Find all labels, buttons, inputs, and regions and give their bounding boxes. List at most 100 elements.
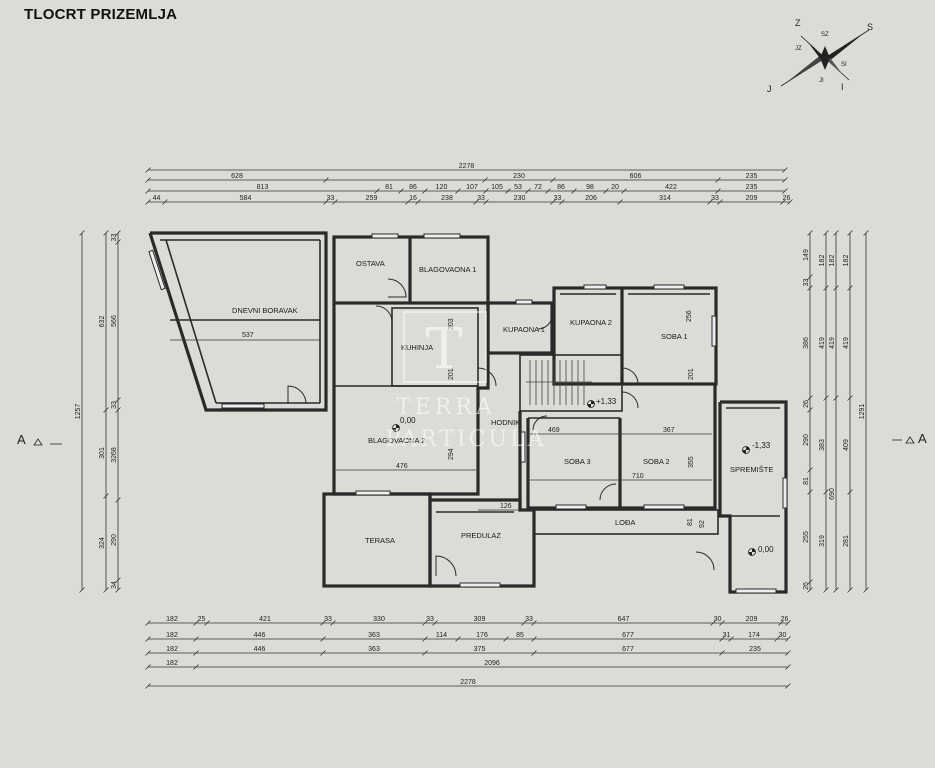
dim-value: 33: [803, 279, 810, 287]
dim-tick: [785, 636, 791, 642]
dim-476: 476: [396, 463, 408, 470]
dim-tick: [145, 636, 151, 642]
dim-tick: [807, 274, 813, 280]
dim-tick: [483, 199, 489, 205]
dim-92: 92: [699, 520, 706, 528]
dim-tick: [145, 199, 151, 205]
dim-value: 422: [665, 184, 677, 191]
dim-value: 2278: [459, 163, 475, 170]
dim-value: 86: [409, 184, 417, 191]
dim-value: 314: [659, 195, 671, 202]
dim-value: 3268: [111, 447, 118, 463]
dim-value: 628: [231, 173, 243, 180]
room-hodnik: HODNIK: [491, 418, 520, 427]
dim-value: 182: [829, 255, 836, 267]
dim-tick: [782, 167, 788, 173]
dim-256: 256: [686, 310, 693, 322]
dim-value: 238: [441, 195, 453, 202]
dim-tick: [550, 177, 556, 183]
room-ostava: OSTAVA: [356, 259, 385, 268]
dim-right-col-3: 182 419 690: [829, 230, 839, 593]
dim-tick: [455, 636, 461, 642]
dim-value: 33: [477, 195, 485, 202]
watermark: T TERRA PARTICULA: [385, 311, 544, 452]
dim-value: 690: [829, 488, 836, 500]
dim-tick: [780, 199, 786, 205]
dim-tick: [145, 177, 151, 183]
dim-value: 383: [819, 439, 826, 451]
dim-tick: [193, 664, 199, 670]
dim-value: 182: [166, 616, 178, 623]
dim-value: 182: [843, 255, 850, 267]
dim-tick: [847, 230, 853, 236]
room-kupaona-2: KUPAONA 2: [570, 318, 612, 327]
dim-left-col-1: 1257: [75, 230, 85, 593]
dim-value: 330: [373, 616, 385, 623]
dim-tick: [603, 188, 609, 194]
dim-value: 182: [166, 632, 178, 639]
level-marker-icon: [748, 548, 756, 556]
dim-367: 367: [663, 427, 675, 434]
dim-value: 235: [746, 173, 758, 180]
dim-value: 182: [166, 660, 178, 667]
dim-value: 81: [803, 477, 810, 485]
dim-tick: [847, 587, 853, 593]
dim-value: 176: [476, 632, 488, 639]
dim-value: 33: [327, 195, 335, 202]
room-blagovaona-1: BLAGOVAONA 1: [419, 265, 476, 274]
dim-tick: [103, 493, 109, 499]
dim-tick: [115, 397, 121, 403]
room-kuhinja: KUHINJA: [401, 343, 433, 352]
dim-value: 290: [111, 534, 118, 546]
watermark-line1: TERRA: [396, 395, 496, 420]
room-loda: LOĐA: [615, 518, 635, 527]
dim-tick: [503, 636, 509, 642]
dim-value: 2096: [484, 660, 500, 667]
dim-tick: [79, 587, 85, 593]
dim-value: 30: [714, 616, 722, 623]
dim-value: 33: [111, 401, 118, 409]
dim-value: 409: [843, 439, 850, 451]
dim-tick: [193, 650, 199, 656]
dim-value: 632: [99, 316, 106, 328]
dim-bottom-row-4: 182 2096: [145, 660, 791, 670]
dim-tick: [145, 167, 151, 173]
dim-tick: [807, 230, 813, 236]
dim-355: 355: [688, 456, 695, 468]
level-marker-icon: [587, 400, 595, 408]
dim-value: 26: [781, 616, 789, 623]
dim-tick: [823, 230, 829, 236]
dim-value: 25: [198, 616, 206, 623]
dim-tick: [193, 620, 199, 626]
dim-tick: [847, 489, 853, 495]
dim-value: 363: [368, 632, 380, 639]
dim-tick: [482, 177, 488, 183]
dim-tick: [422, 620, 428, 626]
dim-tick: [785, 650, 791, 656]
dim-value: 149: [803, 249, 810, 261]
dim-tick: [531, 620, 537, 626]
dim-tick: [785, 620, 791, 626]
level-markers: 0,00 +1,33 -1,33 0,00: [392, 397, 774, 556]
dim-value: 446: [254, 646, 266, 653]
room-soba-2: SOBA 2: [643, 457, 670, 466]
dim-tick: [710, 620, 716, 626]
dim-tick: [115, 230, 121, 236]
dim-tick: [847, 395, 853, 401]
dim-value: 419: [829, 337, 836, 349]
dim-value: 281: [843, 535, 850, 547]
dim-tick: [320, 650, 326, 656]
dim-tick: [571, 188, 577, 194]
room-soba-3: SOBA 3: [564, 457, 591, 466]
dim-tick: [204, 620, 210, 626]
dim-tick: [785, 664, 791, 670]
dim-tick: [715, 188, 721, 194]
level-spremiste-lower: 0,00: [758, 545, 774, 554]
room-terasa: TERASA: [365, 536, 395, 545]
dim-value: 813: [257, 184, 269, 191]
